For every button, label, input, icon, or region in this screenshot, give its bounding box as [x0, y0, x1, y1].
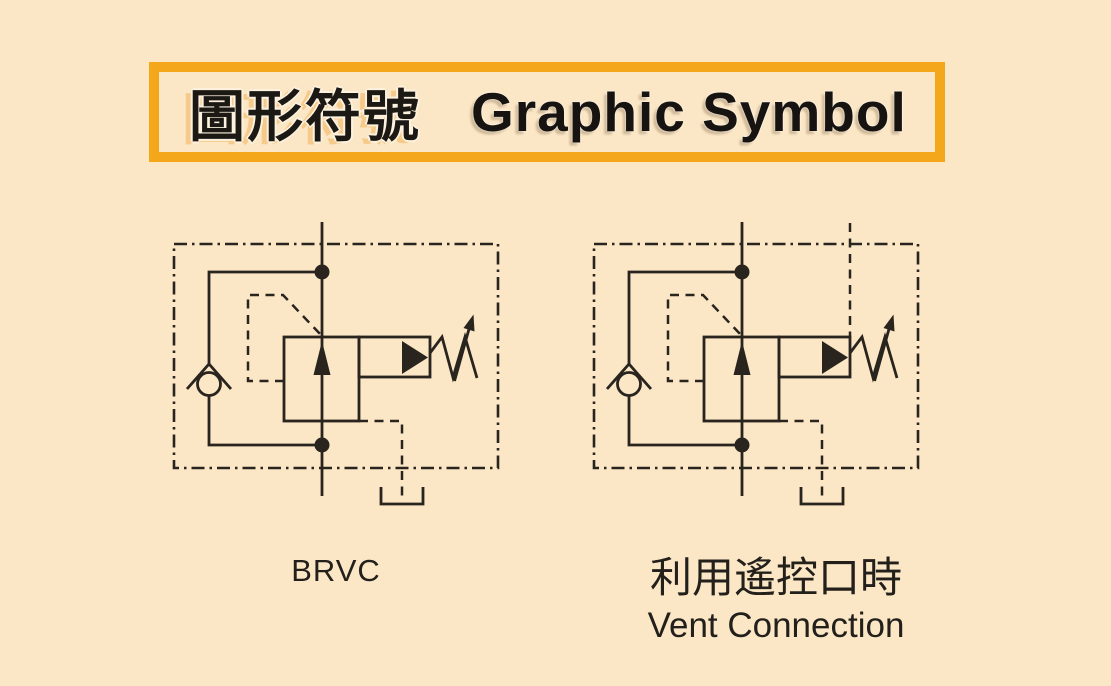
page-title-english: Graphic Symbol [471, 81, 907, 143]
left-figure-caption: BRVC [291, 553, 381, 588]
figure-vent-connection [592, 220, 920, 506]
figure-brvc [172, 220, 500, 506]
right-figure-caption-english: Vent Connection [647, 606, 905, 645]
title-banner: 圖形符號 Graphic Symbol [149, 62, 945, 162]
right-figure-caption-chinese: 利用遙控口時 [649, 554, 902, 601]
page-title-chinese: 圖形符號 [189, 86, 421, 149]
